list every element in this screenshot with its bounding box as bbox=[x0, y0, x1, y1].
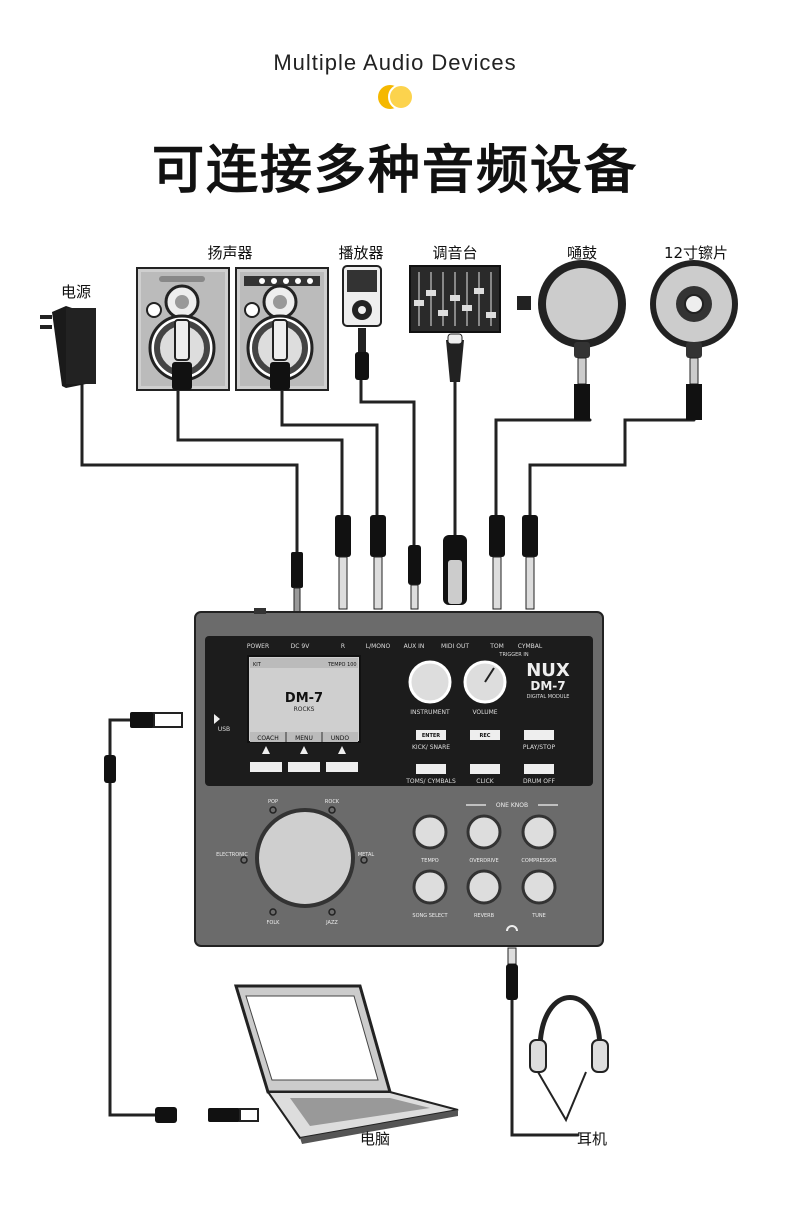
style-label-metal: METAL bbox=[358, 852, 375, 858]
port-label-power: POWER bbox=[247, 643, 269, 650]
screen-softkey-coach[interactable]: COACH bbox=[257, 735, 279, 742]
screen-softkey-menu[interactable]: MENU bbox=[295, 735, 313, 742]
port-label-tom: TOM bbox=[489, 643, 504, 650]
usb-plug-icon bbox=[104, 712, 259, 1123]
label-tom: 嗵鼓 bbox=[567, 244, 597, 262]
headphones-icon bbox=[529, 995, 609, 1123]
laptop-icon bbox=[233, 984, 459, 1144]
port-label-dc: DC 9V bbox=[291, 643, 311, 650]
button-label-drum-off: DRUM OFF bbox=[523, 778, 555, 785]
screen-title: DM-7 bbox=[285, 691, 323, 706]
label-power: 电源 bbox=[61, 283, 91, 301]
speaker-left-cable bbox=[176, 388, 344, 517]
screen-kit-label: KIT bbox=[253, 662, 262, 668]
input-plugs bbox=[291, 515, 538, 613]
style-label-rock: ROCK bbox=[325, 799, 340, 805]
label-mixer: 调音台 bbox=[432, 244, 477, 262]
speaker-left-icon bbox=[136, 267, 230, 391]
button-label-toms-cymbals: TOMS/ CYMBALS bbox=[405, 778, 456, 785]
knob-label-song-select: SONG SELECT bbox=[412, 913, 448, 919]
mixer-icon bbox=[409, 265, 501, 382]
label-cymbal: 12寸镲片 bbox=[664, 244, 728, 262]
style-label-pop: POP bbox=[268, 799, 278, 805]
knob-label-reverb: REVERB bbox=[474, 913, 495, 919]
label-speakers: 扬声器 bbox=[207, 244, 252, 262]
one-knob-header: ONE KNOB bbox=[496, 802, 528, 809]
media-player-icon bbox=[342, 265, 382, 380]
knob-label-tempo: TEMPO bbox=[420, 858, 439, 864]
button-label-kick-snare: KICK/ SNARE bbox=[412, 744, 450, 751]
page-title: 可连接多种音频设备 bbox=[151, 141, 638, 201]
port-label-r: R bbox=[341, 643, 345, 650]
subtitle: Multiple Audio Devices bbox=[273, 50, 517, 75]
speaker-right-cable bbox=[280, 388, 379, 517]
style-label-jazz: JAZZ bbox=[325, 920, 338, 926]
knob-label-overdrive: OVERDRIVE bbox=[469, 858, 498, 864]
style-label-folk: FOLK bbox=[267, 920, 281, 926]
cables bbox=[80, 376, 696, 1137]
power-cable bbox=[80, 376, 299, 554]
knob-label-volume: VOLUME bbox=[472, 709, 497, 716]
drum-module bbox=[194, 608, 604, 1000]
label-player: 播放器 bbox=[338, 244, 383, 262]
screen-tempo: TEMPO 100 bbox=[327, 662, 357, 668]
screen-subtitle: ROCKS bbox=[294, 706, 315, 713]
brand-logo: NUX bbox=[526, 660, 570, 681]
model-subtitle: DIGITAL MODULE bbox=[527, 694, 570, 700]
port-label-trigger: TRIGGER IN bbox=[498, 652, 528, 658]
model-name: DM-7 bbox=[530, 679, 565, 693]
knob-label-compressor: COMPRESSOR bbox=[521, 858, 557, 864]
cymbal-cable bbox=[528, 418, 696, 517]
accent-circles-icon bbox=[378, 84, 414, 110]
port-label-lmono: L/MONO bbox=[366, 643, 391, 650]
enter-button[interactable]: ENTER bbox=[422, 733, 440, 739]
port-label-aux: AUX IN bbox=[404, 643, 425, 650]
usb-cable bbox=[108, 718, 157, 1117]
knob-label-instrument: INSTRUMENT bbox=[410, 709, 450, 716]
cymbal-pad-icon bbox=[650, 260, 738, 420]
button-label-click: CLICK bbox=[476, 778, 494, 785]
usb-label: USB bbox=[218, 726, 230, 733]
tom-drum-icon bbox=[517, 260, 626, 420]
player-cable bbox=[359, 378, 416, 547]
speaker-right-icon bbox=[235, 267, 329, 391]
label-headphones: 耳机 bbox=[577, 1130, 607, 1148]
power-adapter-icon bbox=[40, 306, 96, 388]
button-label-play-stop: PLAY/STOP bbox=[523, 744, 556, 751]
knob-label-tune: TUNE bbox=[531, 913, 546, 919]
port-label-midi: MIDI OUT bbox=[441, 643, 469, 650]
rec-button[interactable]: REC bbox=[480, 733, 491, 739]
headphone-cable bbox=[510, 998, 580, 1137]
style-label-electronic: ELECTRONIC bbox=[216, 852, 248, 858]
port-label-cymbal: CYMBAL bbox=[518, 643, 543, 650]
tom-cable bbox=[494, 418, 592, 517]
screen-softkey-undo[interactable]: UNDO bbox=[331, 735, 350, 742]
label-computer: 电脑 bbox=[360, 1130, 390, 1148]
